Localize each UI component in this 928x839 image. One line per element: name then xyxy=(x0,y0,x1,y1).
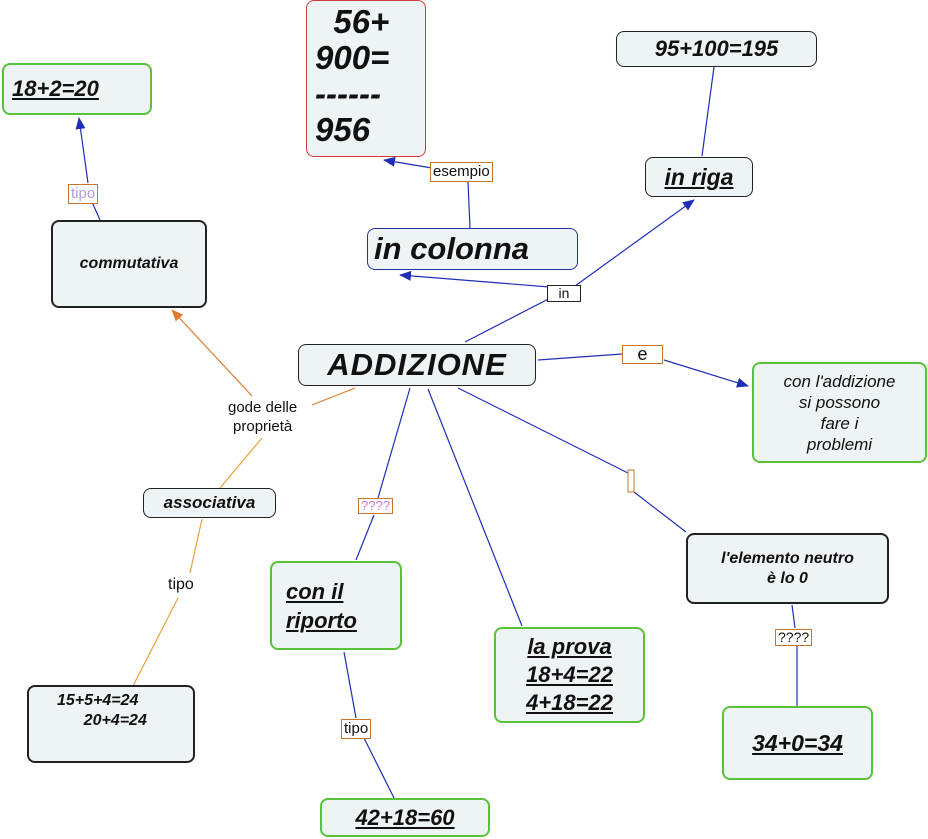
label-esempio: esempio xyxy=(430,162,493,182)
label-tipo-commutativa: tipo xyxy=(68,184,99,204)
label-in: in xyxy=(547,285,581,302)
label-gode: gode delle proprietà xyxy=(228,399,298,435)
node-riga-example-text: 95+100=195 xyxy=(654,36,779,61)
link-riporto-q-riporto xyxy=(355,514,375,561)
node-in-colonna-text: in colonna xyxy=(374,231,529,266)
node-riporto-example-text: 42+18=60 xyxy=(355,804,455,830)
link-marker-neutro xyxy=(633,491,687,533)
label-tipo-associativa: tipo xyxy=(168,576,194,593)
node-problemi[interactable]: con l'addizione si possono fare i proble… xyxy=(752,362,927,463)
link-riporto-tipo xyxy=(343,651,357,719)
link-in-in-colonna xyxy=(399,270,563,289)
node-riporto-example[interactable]: 42+18=60 xyxy=(320,798,490,837)
node-colonna-example-text: 56+ 900= ------ 956 xyxy=(315,3,390,148)
node-elemento-neutro[interactable]: l'elemento neutro è lo 0 xyxy=(686,533,889,604)
node-con-il-riporto-text: con il riporto xyxy=(286,578,357,633)
link-associativa-tipo xyxy=(189,518,203,574)
node-con-il-riporto[interactable]: con il riporto xyxy=(270,561,402,650)
node-colonna-example[interactable]: 56+ 900= ------ 956 xyxy=(306,0,426,157)
link-gode-commutativa xyxy=(171,309,253,397)
node-associativa-example-text: 15+5+4=24 20+4=24 xyxy=(57,692,147,729)
link-addizione-neutro xyxy=(457,387,629,474)
node-associativa[interactable]: associativa xyxy=(143,488,276,518)
node-riga-example[interactable]: 95+100=195 xyxy=(616,31,817,67)
link-colonna-esempio xyxy=(467,181,471,229)
node-la-prova-text: la prova 18+4=22 4+18=22 xyxy=(526,634,613,715)
link-neutro-q xyxy=(791,604,796,629)
node-commutativa-text: commutativa xyxy=(79,255,179,272)
label-e: e xyxy=(622,345,663,364)
link-addizione-in xyxy=(464,291,563,343)
link-in-in-riga xyxy=(574,199,695,287)
node-commutativa-example[interactable]: 18+2=20 xyxy=(2,63,152,115)
node-associativa-example[interactable]: 15+5+4=24 20+4=24 xyxy=(27,685,195,763)
node-addizione-text: ADDIZIONE xyxy=(327,347,507,382)
node-neutro-example[interactable]: 34+0=34 xyxy=(722,706,873,780)
node-la-prova[interactable]: la prova 18+4=22 4+18=22 xyxy=(494,627,645,723)
node-in-colonna[interactable]: in colonna xyxy=(367,228,578,270)
node-commutativa[interactable]: commutativa xyxy=(51,220,207,308)
link-tipo-riporto-example xyxy=(363,737,396,801)
link-commutativa-tipo xyxy=(91,201,101,221)
link-addizione-riporto-q xyxy=(377,387,411,499)
link-e-problemi xyxy=(663,359,749,388)
link-addizione-e xyxy=(537,353,623,361)
link-tipo-associativa-example xyxy=(132,597,179,687)
label-neutro-q: ???? xyxy=(775,629,813,646)
link-gode-associativa xyxy=(219,437,263,489)
label-tipo-riporto: tipo xyxy=(341,719,372,739)
link-tipo-commutativa-example xyxy=(75,117,89,184)
label-riporto-q: ???? xyxy=(358,498,393,514)
link-addizione-prova xyxy=(427,388,523,627)
link-addizione-gode xyxy=(311,387,356,406)
link-mini-label xyxy=(627,469,635,493)
node-commutativa-example-text: 18+2=20 xyxy=(12,76,99,101)
node-neutro-example-text: 34+0=34 xyxy=(752,729,843,756)
node-associativa-text: associativa xyxy=(163,493,256,512)
link-esempio-colonna-example xyxy=(383,156,433,169)
link-riga-example xyxy=(701,66,715,157)
node-in-riga-text: in riga xyxy=(664,163,734,190)
node-problemi-text: con l'addizione si possono fare i proble… xyxy=(783,371,896,454)
node-addizione[interactable]: ADDIZIONE xyxy=(298,344,536,386)
node-in-riga[interactable]: in riga xyxy=(645,157,753,197)
node-elemento-neutro-text: l'elemento neutro è lo 0 xyxy=(721,549,854,587)
